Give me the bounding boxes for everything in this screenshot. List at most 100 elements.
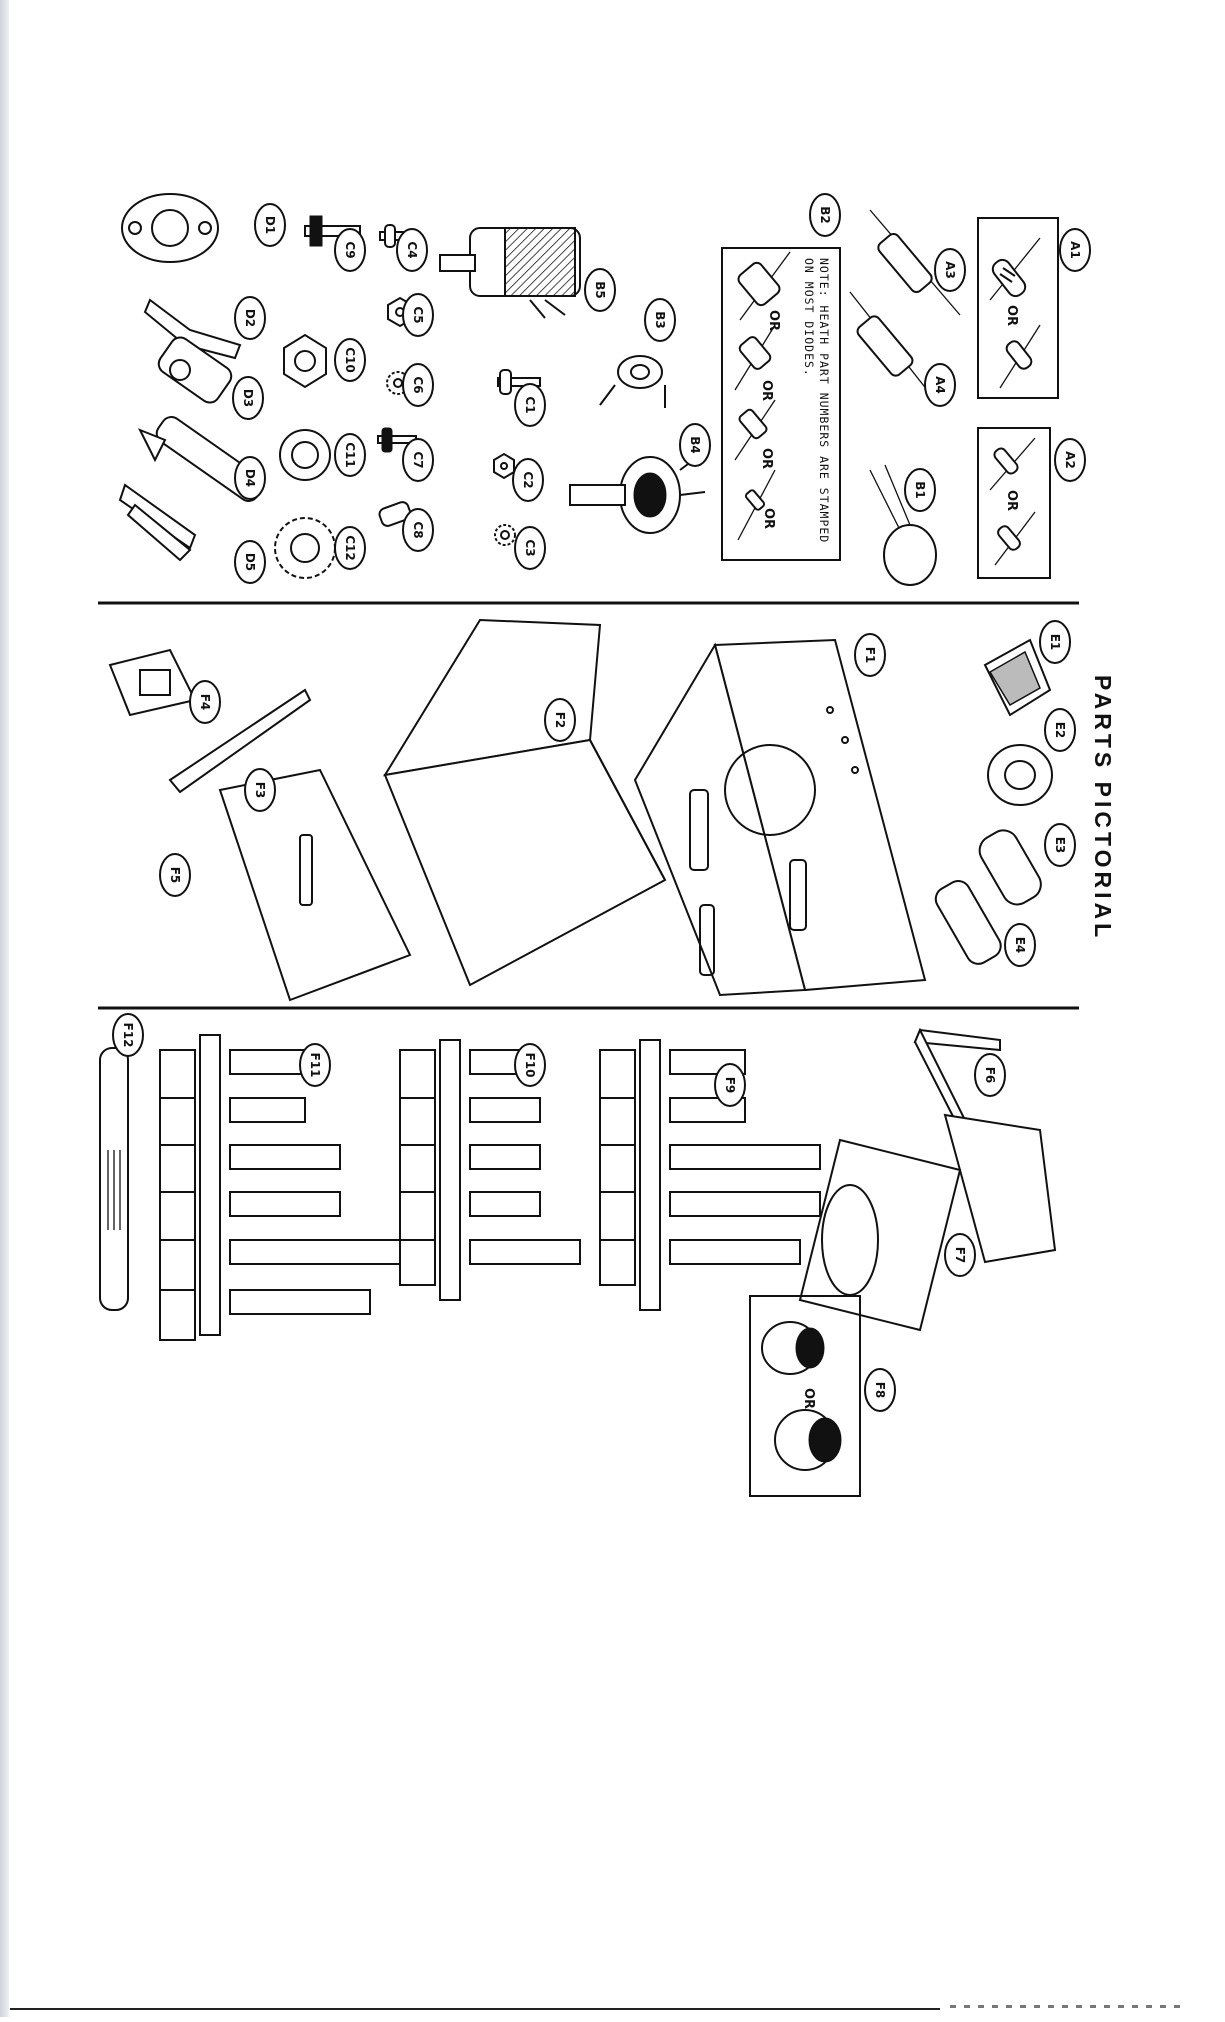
page-edge-shadow [0, 0, 9, 2017]
callout-label-a1: A1 [1068, 241, 1082, 259]
panel-f7 [800, 1140, 960, 1330]
callout-label-c3: C3 [523, 539, 537, 556]
callout-f11: F11 [300, 1044, 330, 1086]
callout-label-f3: F3 [253, 782, 267, 799]
callout-label-d3: D3 [241, 389, 255, 407]
callout-label-a3: A3 [943, 261, 957, 279]
callout-label-f10: F10 [523, 1053, 537, 1078]
or-diode-2: OR [759, 380, 774, 401]
callout-label-c6: C6 [411, 376, 425, 393]
callout-label-c8: C8 [411, 521, 425, 538]
or-diode-1: OR [766, 310, 781, 331]
callout-label-e2: E2 [1053, 722, 1067, 739]
callout-c11: C11 [335, 434, 365, 476]
callout-a1: A1 [1060, 229, 1090, 271]
capacitor-a4 [850, 292, 935, 400]
switch-f9 [600, 1040, 820, 1310]
callout-c7: C7 [403, 439, 433, 481]
callout-f12: F12 [113, 1014, 143, 1056]
callout-label-b3: B3 [653, 311, 667, 329]
callout-d2: D2 [235, 297, 265, 339]
callout-c4: C4 [397, 229, 427, 271]
diode-note-line2: ON MOST DIODES. [802, 258, 816, 377]
resistor-a1-group: OR [978, 218, 1058, 398]
chassis-f1 [635, 640, 925, 995]
callout-c6: C6 [403, 364, 433, 406]
callout-d3: D3 [233, 377, 263, 419]
resistor-a2-group: OR [978, 428, 1050, 578]
callout-c12: C12 [335, 527, 365, 569]
or-f8: OR [801, 1388, 816, 1409]
callout-label-f8: F8 [873, 1382, 887, 1399]
callout-label-c10: C10 [343, 347, 357, 373]
callout-label-b2: B2 [818, 206, 832, 224]
callout-label-e4: E4 [1013, 937, 1027, 954]
callout-label-f12: F12 [121, 1023, 135, 1048]
callout-a2: A2 [1055, 439, 1085, 481]
callout-label-f9: F9 [723, 1077, 737, 1094]
bracket-f3 [170, 690, 410, 1000]
knob-insert-e1 [985, 640, 1050, 715]
callout-label-c4: C4 [405, 241, 419, 258]
callout-f10: F10 [515, 1044, 545, 1086]
callout-f5: F5 [160, 854, 190, 896]
or-diode-3: OR [759, 448, 774, 469]
callout-label-e1: E1 [1048, 634, 1062, 651]
callout-c5: C5 [403, 294, 433, 336]
switch-f11 [160, 1035, 400, 1340]
page-bottom-rule [10, 2008, 940, 2010]
page-bottom-marks [950, 2005, 1180, 2008]
callout-label-e3: E3 [1053, 837, 1067, 854]
callout-f7: F7 [945, 1234, 975, 1276]
potentiometer-b4 [570, 455, 705, 533]
callout-label-c5: C5 [411, 306, 425, 323]
callout-label-b5: B5 [593, 281, 607, 299]
callout-label-f5: F5 [168, 867, 182, 884]
callout-a4: A4 [925, 364, 955, 406]
callout-a3: A3 [935, 249, 965, 291]
callout-e3: E3 [1045, 824, 1075, 866]
alligator-clip-d5 [120, 485, 195, 560]
callout-c1: C1 [515, 384, 545, 426]
callout-c3: C3 [515, 527, 545, 569]
or-a2: OR [1004, 490, 1019, 511]
callout-label-c12: C12 [343, 535, 357, 561]
callout-b5: B5 [585, 269, 615, 311]
clip-f4 [110, 650, 195, 715]
callout-label-f11: F11 [308, 1053, 322, 1078]
callout-b3: B3 [645, 299, 675, 341]
callout-f2: F2 [545, 699, 575, 741]
callout-label-c1: C1 [523, 396, 537, 413]
rod-f12 [100, 1048, 128, 1310]
lockwasher-c12 [275, 518, 335, 578]
callout-label-b1: B1 [913, 481, 927, 499]
knobs-f8-box: OR [750, 1296, 860, 1496]
nut-c10 [284, 335, 326, 387]
callout-c2: C2 [513, 459, 543, 501]
callout-b4: B4 [680, 424, 710, 466]
callout-label-c7: C7 [411, 451, 425, 468]
or-a1: OR [1004, 305, 1019, 326]
or-diode-4: OR [761, 508, 776, 529]
callout-label-f2: F2 [553, 712, 567, 729]
callout-label-a2: A2 [1063, 451, 1077, 469]
callout-label-c9: C9 [343, 241, 357, 258]
page-title: PARTS PICTORIAL [1090, 675, 1116, 941]
callout-b2: B2 [810, 194, 840, 236]
callout-label-d2: D2 [243, 309, 257, 327]
callout-label-b4: B4 [688, 436, 702, 454]
callout-e1: E1 [1040, 621, 1070, 663]
socket-d1 [122, 194, 218, 262]
callout-label-d1: D1 [263, 216, 277, 234]
sleeve-e3 [974, 825, 1046, 910]
callout-label-c11: C11 [343, 442, 357, 468]
callout-c10: C10 [335, 339, 365, 381]
potentiometer-b5 [440, 228, 580, 318]
callout-label-a4: A4 [933, 376, 947, 394]
callout-e2: E2 [1045, 709, 1075, 751]
callout-f4: F4 [190, 681, 220, 723]
callout-d1: D1 [255, 204, 285, 246]
socket-b3 [600, 356, 665, 408]
